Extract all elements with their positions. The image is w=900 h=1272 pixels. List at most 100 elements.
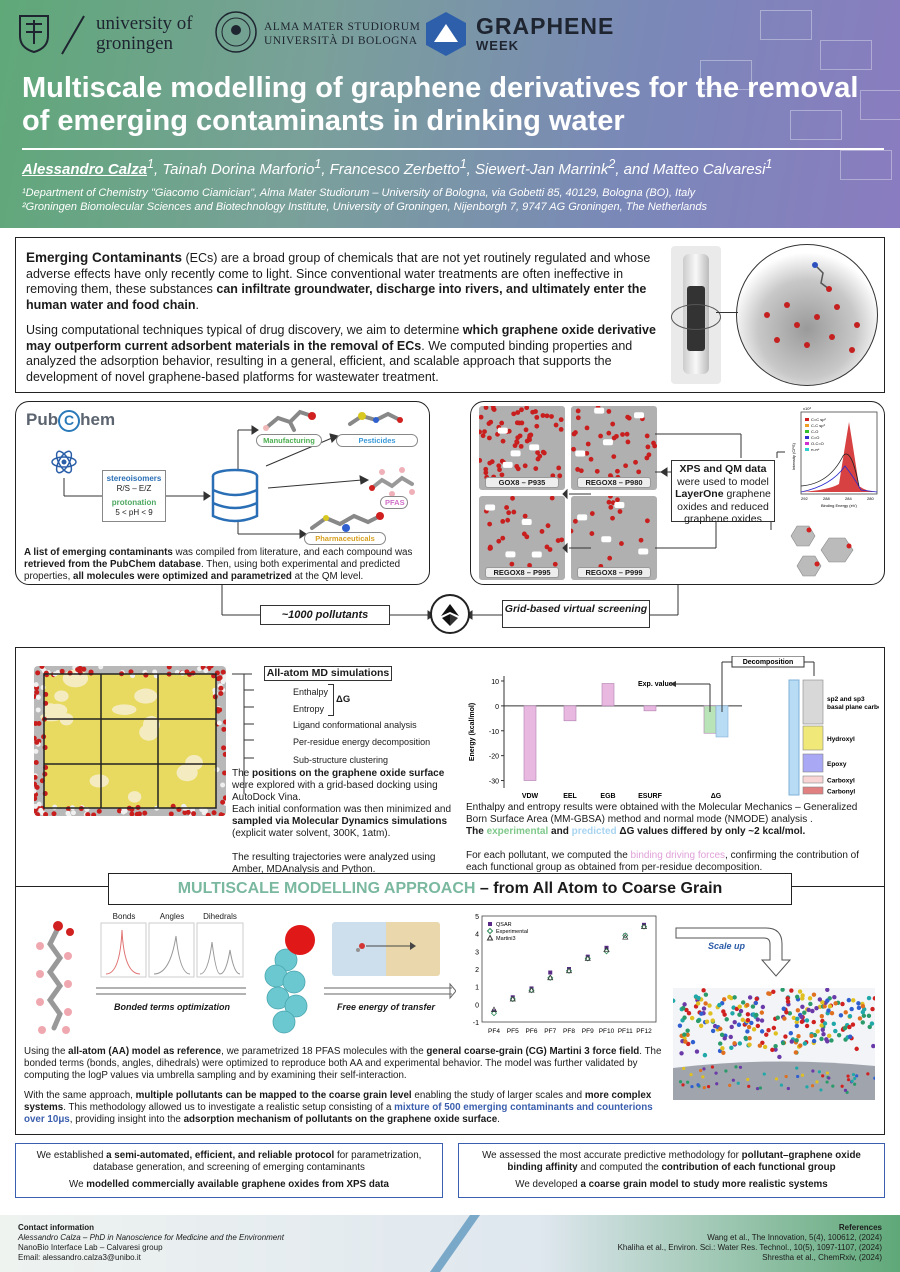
cg-bead [701, 988, 706, 993]
surface-atom [203, 668, 209, 674]
cg-bead [802, 1010, 807, 1015]
intro-text: Using computational techniques typical o… [26, 323, 463, 337]
oxygen-atom [488, 419, 494, 425]
pfas-molecule-image [368, 462, 420, 498]
surface-patch [89, 774, 109, 788]
concl-text: We assessed the most accurate predictive… [482, 1150, 742, 1161]
cg-bead [751, 1027, 757, 1032]
poster-footer: Contact information Alessandro Calza – P… [0, 1215, 900, 1272]
cg-bead [682, 1015, 687, 1020]
ms-bold: more complex systems [24, 1090, 652, 1113]
adsorbed-bead [690, 1084, 694, 1089]
cg-bead [746, 1024, 752, 1030]
surface-atom [39, 666, 45, 669]
cg-bead [822, 1004, 827, 1009]
oxygen-atom [615, 497, 620, 503]
oxygen-atom [626, 415, 632, 421]
surface-atom [128, 669, 134, 675]
cg-bead [820, 1000, 825, 1005]
x-category-label: PF12 [636, 1028, 652, 1035]
concl-text: We developed [515, 1179, 581, 1190]
ms-text: . This methodology allowed us to investi… [63, 1102, 395, 1113]
oxygen-atom [511, 509, 517, 515]
adsorbed-bead [696, 1083, 700, 1087]
cg-bead [799, 1019, 805, 1025]
y-tick-label: 4 [475, 932, 479, 939]
contact-email[interactable]: Email: alessandro.calza3@unibo.it [18, 1253, 141, 1262]
cg-bead [825, 998, 830, 1003]
graphene-flake-models [783, 520, 879, 580]
xps-box-text: were used to model [677, 475, 769, 488]
adsorbed-bead [817, 1070, 821, 1074]
category-pesticides: Pesticides [336, 434, 418, 447]
oxygen-atom [611, 454, 617, 460]
surface-atom [222, 795, 226, 801]
cg-bead [820, 1027, 825, 1032]
concl-bold: contribution of each functional group [661, 1162, 836, 1173]
surface-atom [221, 745, 226, 751]
bonded-terms-label: Bonded terms optimization [113, 1002, 230, 1012]
cg-bead [759, 1018, 765, 1023]
hole [529, 444, 540, 451]
oxygen-atom [644, 455, 650, 461]
cg-bead [708, 1011, 713, 1016]
legend-label: QSAR [496, 922, 512, 928]
docking-grid-image [34, 666, 226, 816]
author-sup: 1 [147, 157, 154, 171]
cg-bead [732, 995, 737, 1000]
exp-arrowhead [670, 681, 676, 687]
cg-bead [764, 1032, 769, 1037]
md-text: Each initial conformation was then minim… [232, 804, 451, 815]
cg-bead [860, 1020, 865, 1025]
cg-bead [785, 999, 791, 1004]
pubchem-logo-c: C [58, 410, 81, 432]
category-pfas: PFAS [380, 496, 408, 509]
pubchem-text: . Then, using both experimental and pred… [24, 559, 401, 582]
oxygen-atom [558, 417, 564, 423]
oxygen-atom [578, 468, 584, 474]
adsorbed-bead [736, 1081, 740, 1085]
grid-border [43, 673, 217, 809]
oxygen-atom [571, 446, 576, 452]
multiscale-paragraph-2: With the same approach, multiple polluta… [24, 1090, 669, 1126]
ms-blue-highlight: mixture of 500 emerging contaminants and… [24, 1102, 653, 1125]
surface-patch [54, 690, 69, 702]
oxygen-atom [644, 518, 650, 524]
groningen-crest-icon [18, 12, 50, 54]
surface-atom [202, 808, 208, 814]
oxygen-atom [524, 406, 530, 411]
oxygen-atom [517, 433, 523, 439]
experimental-point [528, 987, 535, 994]
oxygen-atom [575, 408, 581, 414]
oxygen-atom [606, 499, 612, 505]
surface-atom [222, 751, 226, 757]
zoom-connector-line [716, 312, 738, 313]
oxygen-atom [617, 509, 623, 514]
oxygen-atom [553, 422, 559, 428]
oxygen-atom [500, 438, 506, 444]
oxygen-atom [534, 414, 540, 420]
ms-text: With the same approach, [24, 1090, 136, 1101]
cg-bead [680, 1005, 686, 1011]
cg-bead [814, 1006, 819, 1011]
cg-bead [684, 1007, 689, 1013]
cg-bead [728, 1034, 733, 1040]
oxygen-atom [540, 413, 546, 418]
contact-title: Contact information [18, 1223, 94, 1232]
oxygen-atom [479, 429, 483, 435]
cg-bead [840, 1001, 845, 1007]
oxygen-atom [608, 504, 614, 510]
energy-text: For each pollutant, we computed the [466, 850, 631, 861]
go-model-label: GOX8 – P935 [485, 477, 559, 488]
x-category-label: EGB [600, 793, 615, 800]
surface-atom [34, 796, 38, 802]
oxygen-atom [571, 431, 577, 437]
cg-bead [721, 997, 727, 1002]
cg-bead [804, 1018, 810, 1023]
adsorbed-bead [815, 1080, 819, 1084]
go-model-svg [571, 406, 657, 480]
xps-spectrum-plot: C=C sp² C-C sp³ C-O C=O O-C=O π-π* x10³ … [789, 406, 881, 512]
adsorbed-bead [805, 1085, 809, 1089]
adsorbed-bead [810, 1084, 815, 1088]
